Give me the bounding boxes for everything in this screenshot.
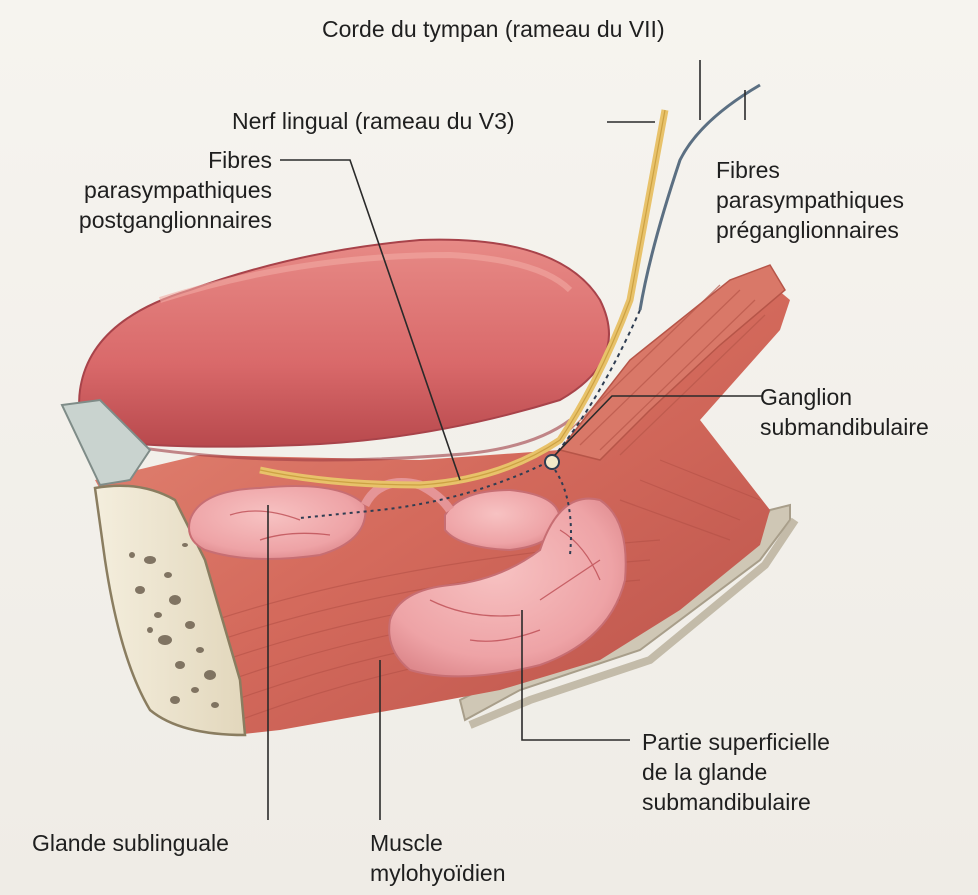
label-muscle-mylohyoidien: Muscle mylohyoïdien: [370, 828, 506, 888]
label-partie-superficielle: Partie superficielle de la glande subman…: [642, 727, 830, 817]
submandibular-ganglion: [545, 455, 559, 469]
label-corde-du-tympan: Corde du tympan (rameau du VII): [322, 14, 665, 44]
label-glande-sublinguale: Glande sublinguale: [32, 828, 229, 858]
label-ganglion-submandibulaire: Ganglion submandibulaire: [760, 382, 929, 442]
label-fibres-postganglionnaires: Fibres parasympathiques postganglionnair…: [20, 145, 272, 235]
label-nerf-lingual: Nerf lingual (rameau du V3): [232, 106, 515, 136]
label-fibres-preganglionnaires: Fibres parasympathiques préganglionnaire…: [716, 155, 904, 245]
sublingual-gland: [189, 486, 365, 559]
